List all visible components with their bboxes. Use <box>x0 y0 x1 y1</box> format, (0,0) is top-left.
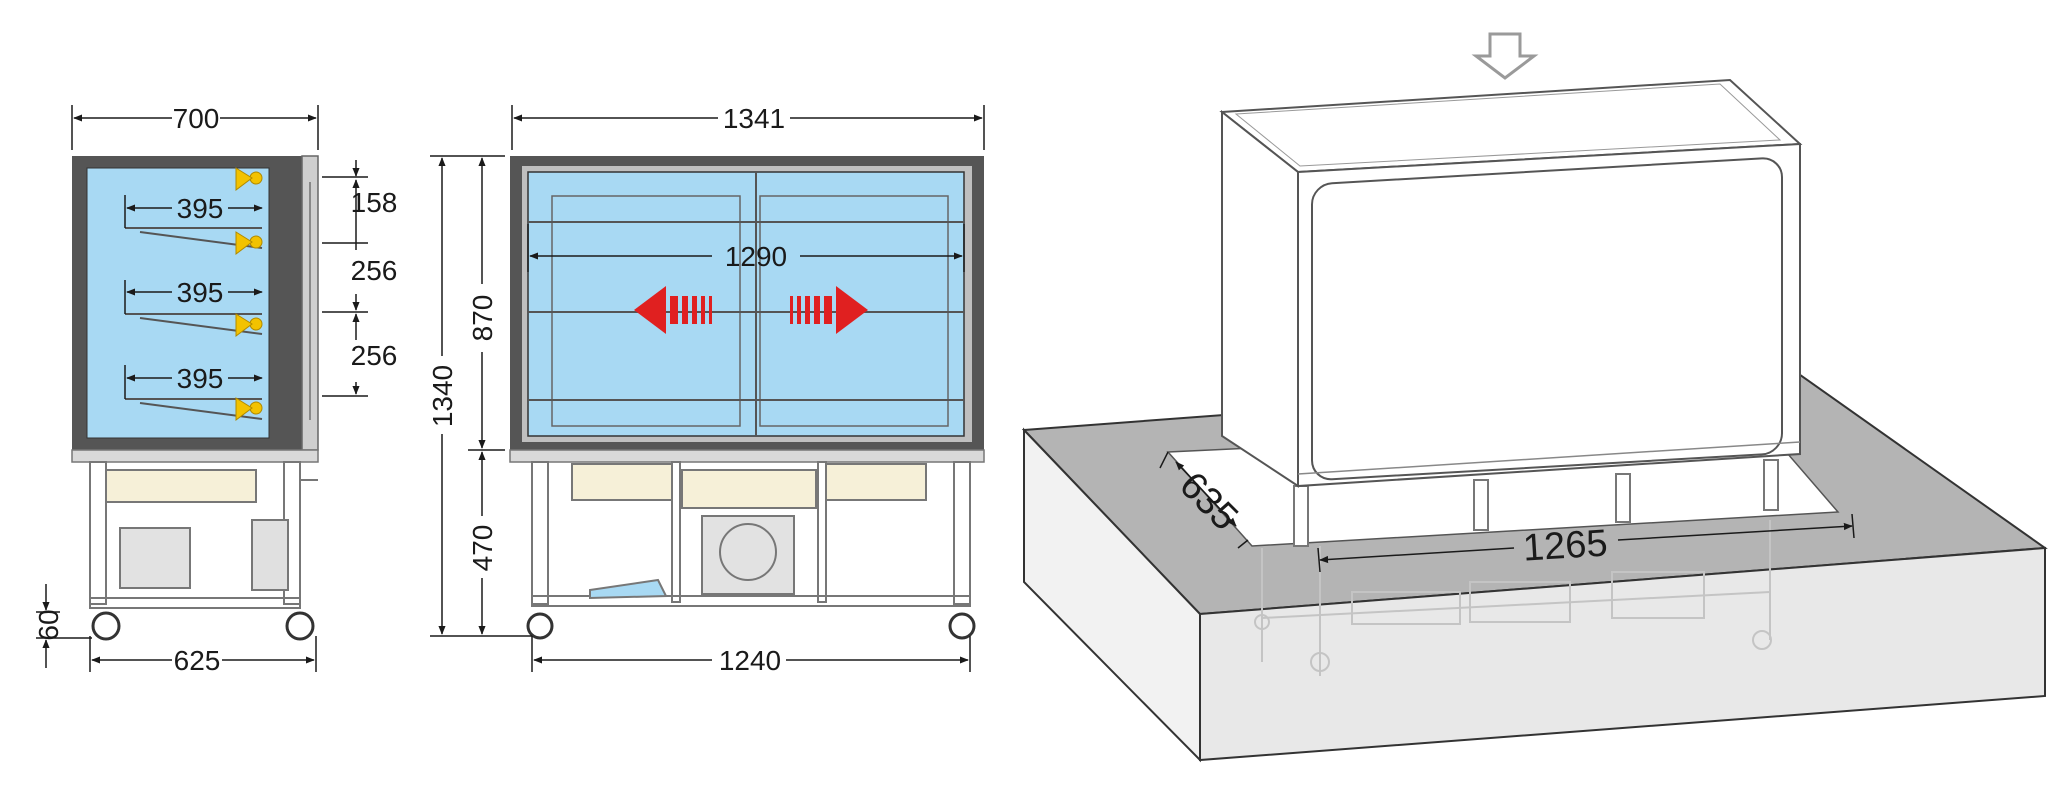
counter-front-face <box>1199 546 2046 762</box>
side-stand <box>89 461 318 609</box>
slide-left-arrow-icon <box>634 286 712 334</box>
side-view: 700 395 395 395 158 256 256 60 625 <box>33 103 397 676</box>
shelf-depth-label-1: 395 <box>177 193 224 224</box>
front-wheel-left <box>526 612 554 640</box>
shelf-gap-label-2: 256 <box>351 255 398 286</box>
side-width-top-label: 700 <box>173 103 220 134</box>
cabinet-front <box>1297 142 1801 488</box>
shelf-depth-label-3: 395 <box>177 363 224 394</box>
front-width-bottom-label: 1240 <box>719 645 781 676</box>
side-wheel-left <box>91 611 121 641</box>
insert-down-arrow-icon <box>1471 32 1539 80</box>
side-wheel-right <box>285 611 315 641</box>
shelf-gap-label-1: 158 <box>351 187 398 218</box>
front-stand <box>531 461 971 607</box>
front-view: 1341 1290 1340 870 470 1240 <box>427 103 985 676</box>
cabinet-side <box>1221 109 1299 488</box>
base-height-label: 470 <box>467 525 498 572</box>
cabinet-front-panel <box>1311 157 1783 481</box>
foot-height-label: 60 <box>33 609 64 640</box>
front-glass <box>527 171 965 437</box>
slide-right-arrow-icon <box>790 286 868 334</box>
lamp-icons <box>235 167 263 421</box>
side-glass <box>86 167 270 439</box>
shelf-depth-label-2: 395 <box>177 277 224 308</box>
install-view: 635 1265 <box>1021 32 2048 763</box>
display-height-label: 870 <box>467 295 498 342</box>
side-width-bottom-label: 625 <box>174 645 221 676</box>
front-width-top-label: 1341 <box>723 103 785 134</box>
front-wheel-right <box>948 612 976 640</box>
shelf-gap-label-3: 256 <box>351 340 398 371</box>
cutout-width-label: 1265 <box>1522 522 1609 569</box>
glass-width-label: 1290 <box>725 241 787 272</box>
total-height-label: 1340 <box>427 365 458 427</box>
